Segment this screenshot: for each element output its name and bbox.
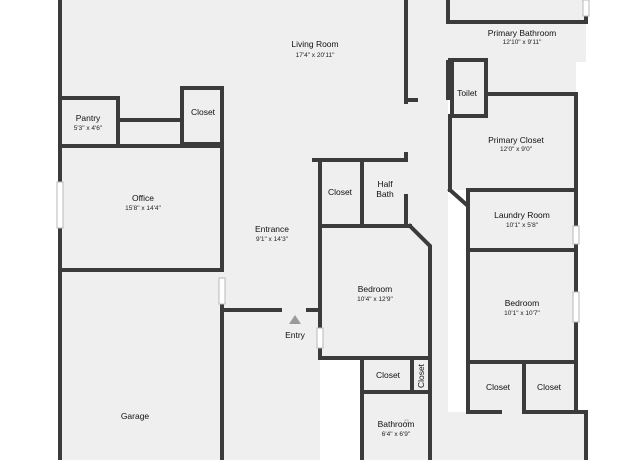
primary-closet-label: Primary Closet xyxy=(488,135,544,145)
pantry-label: Pantry xyxy=(76,113,101,123)
closet-vertical-label: Closet xyxy=(416,363,426,388)
office-label: Office xyxy=(132,193,154,203)
laundry-room-label: Laundry Room xyxy=(494,210,550,220)
entry-label: Entry xyxy=(285,330,306,340)
laundry-room-dims: 10'1" x 5'8" xyxy=(506,222,539,229)
primary-bathroom-label: Primary Bathroom xyxy=(488,28,557,38)
closet-right-a-label: Closet xyxy=(486,382,511,392)
bedroom-center-label: Bedroom xyxy=(358,284,393,294)
bedroom-right-label: Bedroom xyxy=(505,298,540,308)
half-bath-label-line2: Bath xyxy=(376,189,394,199)
windows xyxy=(56,0,590,424)
half-bath-label-line1: Half xyxy=(377,179,393,189)
garage-label: Garage xyxy=(121,411,150,421)
entrance-dims: 9'1" x 14'3" xyxy=(256,236,289,243)
entry-arrow-icon xyxy=(289,315,301,324)
bedroom-right-dims: 10'1" x 10'7" xyxy=(504,310,540,317)
bathroom-label: Bathroom xyxy=(378,419,415,429)
office-dims: 15'8" x 14'4" xyxy=(125,205,161,212)
pantry-dims: 5'3" x 4'6" xyxy=(74,125,103,132)
closet-pantry-label: Closet xyxy=(191,107,216,117)
closet-hall-label: Closet xyxy=(328,187,353,197)
closet-right-b-label: Closet xyxy=(537,382,562,392)
walls xyxy=(58,0,588,460)
toilet-label: Toilet xyxy=(457,88,477,98)
entrance-label: Entrance xyxy=(255,224,289,234)
closet-bath-label: Closet xyxy=(376,370,401,380)
bedroom-center-dims: 10'4" x 12'9" xyxy=(357,296,393,303)
room-fills xyxy=(60,0,586,460)
bathroom-dims: 6'4" x 6'9" xyxy=(382,431,411,438)
living-room-label: Living Room xyxy=(291,39,338,49)
living-room-dims: 17'4" x 20'11" xyxy=(296,52,335,59)
primary-closet-dims: 12'0" x 9'0" xyxy=(500,146,533,153)
room-labels: Living Room 17'4" x 20'11" Primary Bathr… xyxy=(74,28,562,438)
primary-bathroom-dims: 12'10" x 9'11" xyxy=(503,39,542,46)
